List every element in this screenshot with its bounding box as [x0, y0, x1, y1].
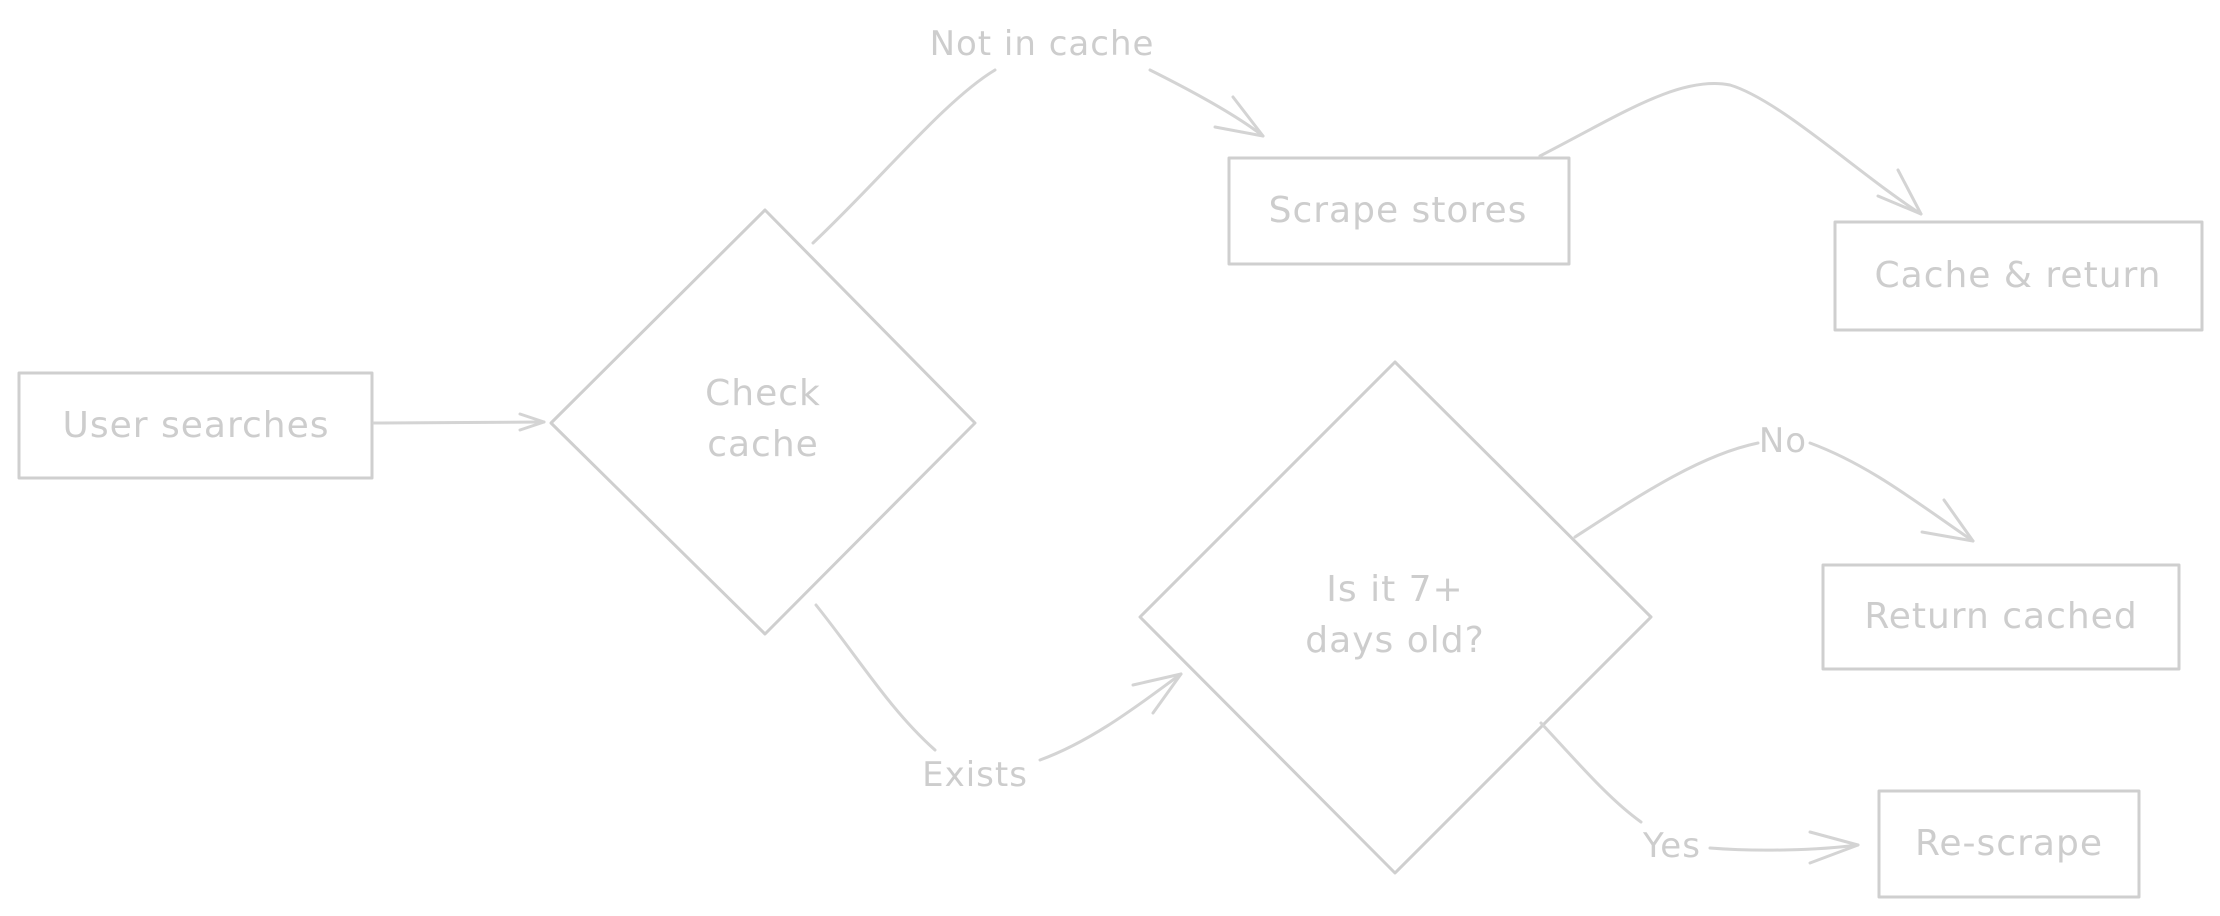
node-return-cached-label: Return cached [1864, 596, 2137, 637]
edge-user-to-check [372, 412, 546, 432]
node-rescrape: Re-scrape [1877, 789, 2141, 899]
node-return-cached: Return cached [1821, 563, 2181, 671]
node-rescrape-label: Re-scrape [1915, 823, 2103, 864]
edge-is-old-to-rescrape: Yes [1539, 721, 1860, 866]
arrowhead-icon [1808, 830, 1860, 865]
node-scrape-stores: Scrape stores [1227, 156, 1571, 266]
edge-label-no: No [1759, 421, 1807, 461]
node-scrape-stores-label: Scrape stores [1269, 190, 1528, 231]
edge-label-yes: Yes [1642, 826, 1701, 866]
node-is-old-label-line1: Is it 7+ [1326, 569, 1463, 610]
edge-check-to-scrape: Not in cache [811, 24, 1265, 245]
node-check-cache: Check cache [549, 208, 977, 636]
arrowhead-icon [1213, 95, 1265, 138]
arrowhead-icon [1131, 672, 1183, 715]
node-cache-return-label: Cache & return [1875, 255, 2162, 296]
edge-is-old-to-return-cached: No [1573, 421, 1975, 543]
edge-label-exists: Exists [922, 755, 1028, 795]
node-is-old-label-line2: days old? [1305, 620, 1484, 661]
arrowhead-icon [518, 412, 546, 432]
edge-check-to-is-old: Exists [814, 603, 1183, 795]
node-is-old: Is it 7+ days old? [1138, 360, 1653, 875]
edge-label-not-in-cache: Not in cache [930, 24, 1155, 64]
node-check-cache-label-line1: Check [705, 373, 821, 414]
node-cache-return: Cache & return [1833, 220, 2204, 332]
arrowhead-icon [1876, 168, 1923, 216]
node-check-cache-label-line2: cache [707, 424, 819, 465]
edge-scrape-to-cache-return [1538, 82, 1923, 216]
node-user-searches: User searches [17, 371, 374, 480]
node-user-searches-label: User searches [63, 405, 330, 446]
arrowhead-icon [1920, 498, 1975, 543]
